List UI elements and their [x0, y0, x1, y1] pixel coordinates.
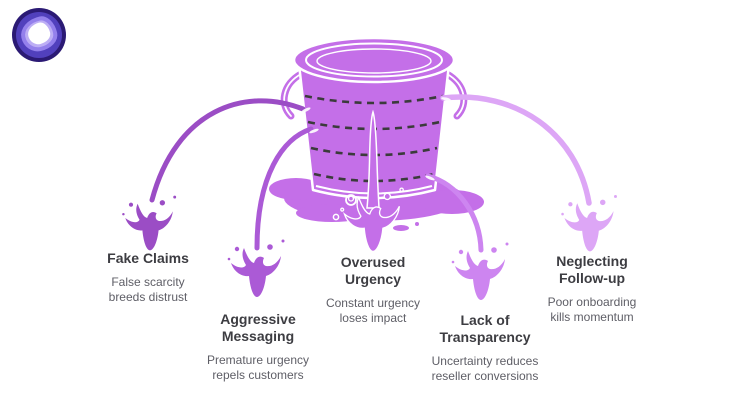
leak-label-aggressive-messaging: Aggressive Messaging Premature urgency r…	[178, 311, 338, 383]
leak-label-lack-of-transparency: Lack of Transparency Uncertainty reduces…	[405, 312, 565, 384]
bucket-rim-opening	[316, 48, 432, 74]
leak-title: Neglecting Follow-up	[556, 253, 628, 286]
leak-arc-lack-of-transparency	[425, 173, 484, 253]
leak-description: Poor onboarding kills momentum	[547, 295, 637, 324]
splash-fake-claims	[122, 195, 177, 251]
leak-description: Constant urgency loses impact	[325, 296, 421, 325]
leak-description: Premature urgency repels customers	[206, 353, 310, 382]
spout-highlights	[301, 97, 451, 181]
leak-title: Lack of Transparency	[439, 312, 531, 345]
bucket-handle-right-highlight	[446, 73, 465, 117]
leak-description: Uncertainty reduces reseller conversions	[431, 354, 539, 383]
bucket-detail-bubbles	[332, 194, 419, 231]
bucket-rim	[292, 36, 456, 84]
leak-arcs	[149, 94, 592, 253]
leak-arc-fake-claims	[149, 98, 306, 203]
leak-label-neglecting-follow-up: Neglecting Follow-up Poor onboarding kil…	[512, 253, 672, 325]
bucket-handle-left-highlight	[283, 73, 302, 117]
leak-label-fake-claims: Fake Claims False scarcity breeds distru…	[68, 250, 228, 305]
brand-logo-icon	[12, 8, 66, 62]
leak-description: False scarcity breeds distrust	[108, 275, 188, 304]
bucket-rim-inner-line	[305, 42, 443, 78]
leak-arc-aggressive-messaging	[254, 126, 314, 251]
leak-title: Aggressive Messaging	[220, 311, 296, 344]
leak-title: Overused Urgency	[340, 254, 406, 287]
leak-label-overused-urgency: Overused Urgency Constant urgency loses …	[293, 254, 453, 326]
leak-arc-neglecting-follow-up	[440, 94, 592, 206]
leak-title: Fake Claims	[107, 250, 189, 266]
